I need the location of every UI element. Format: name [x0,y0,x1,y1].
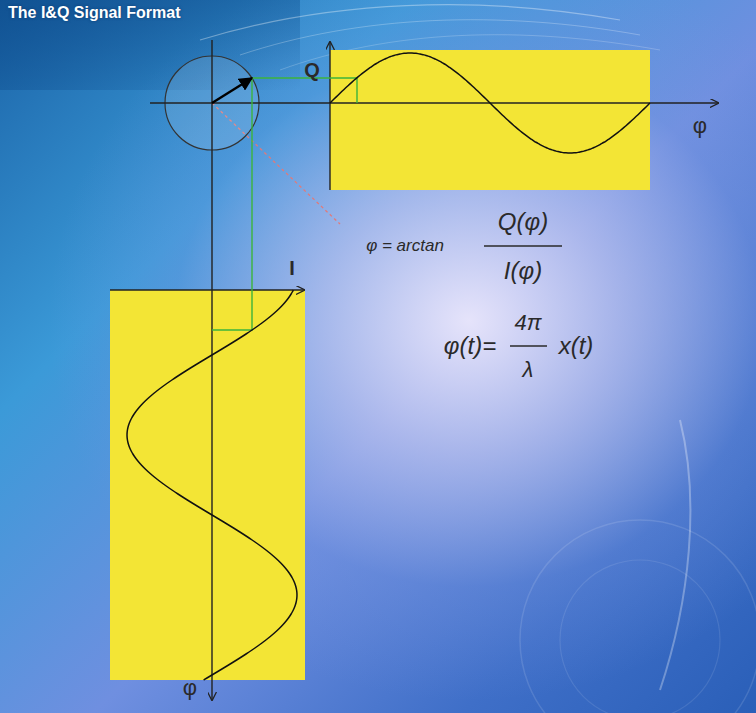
formula-text: φ = arctan [366,237,444,256]
axis-name: I [289,257,295,279]
axis-name: φ [693,114,707,138]
formula-text: x(t) [559,333,594,359]
formula-denominator: I(φ) [504,258,542,284]
axis-name: φ [183,676,197,700]
fraction-bar [484,245,562,247]
i-plot-box [110,290,305,680]
formula-numerator: Q(φ) [498,209,548,235]
q-sine-curve [330,53,650,153]
formula-denominator: λ [523,358,534,382]
q-axis [329,42,330,190]
phase-axis [211,40,212,700]
phase-axis [150,102,718,103]
i-cosine-curve [127,290,297,680]
projection-lines [212,78,357,330]
title-ground [0,0,300,90]
figure-title: The I&Q Signal Format [8,4,180,22]
q-plot-box [330,50,650,190]
i-axis [110,289,304,290]
phasor-arrow [212,78,252,103]
formula-text: φ(t)= [444,333,496,359]
fraction-bar [510,345,547,347]
formula-numerator: 4π [515,311,542,335]
axis-name: Q [304,59,320,81]
